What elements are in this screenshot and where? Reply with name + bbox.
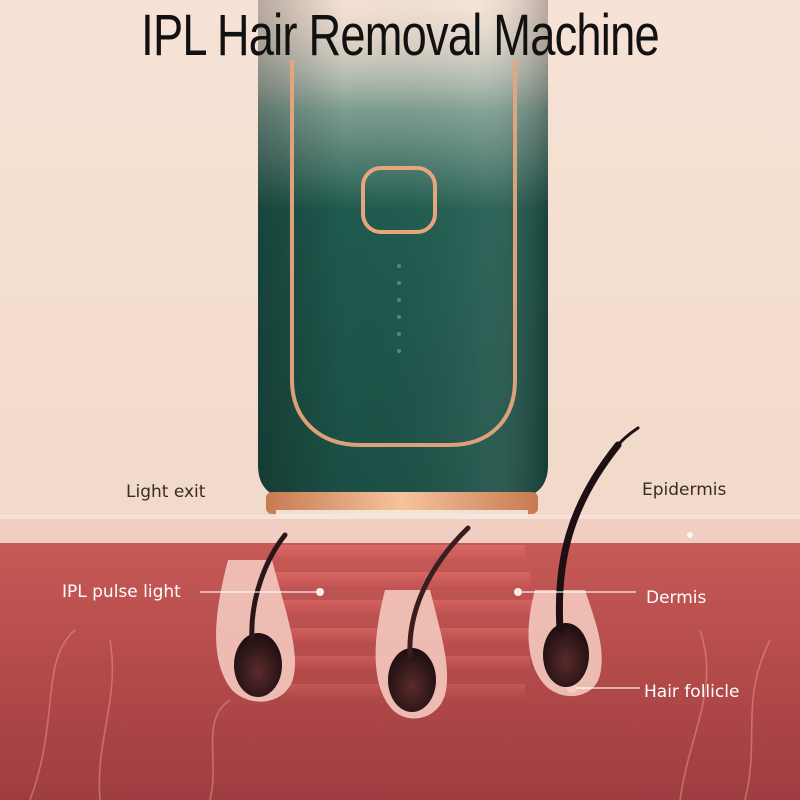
label-hair-follicle: Hair follicle [644,682,740,702]
label-dermis: Dermis [646,588,707,608]
label-epidermis: Epidermis [642,480,727,500]
device [258,0,548,518]
label-ipl-pulse-light: IPL pulse light [62,582,181,602]
label-light-exit: Light exit [126,482,206,502]
page-title: IPL Hair Removal Machine [141,3,659,68]
